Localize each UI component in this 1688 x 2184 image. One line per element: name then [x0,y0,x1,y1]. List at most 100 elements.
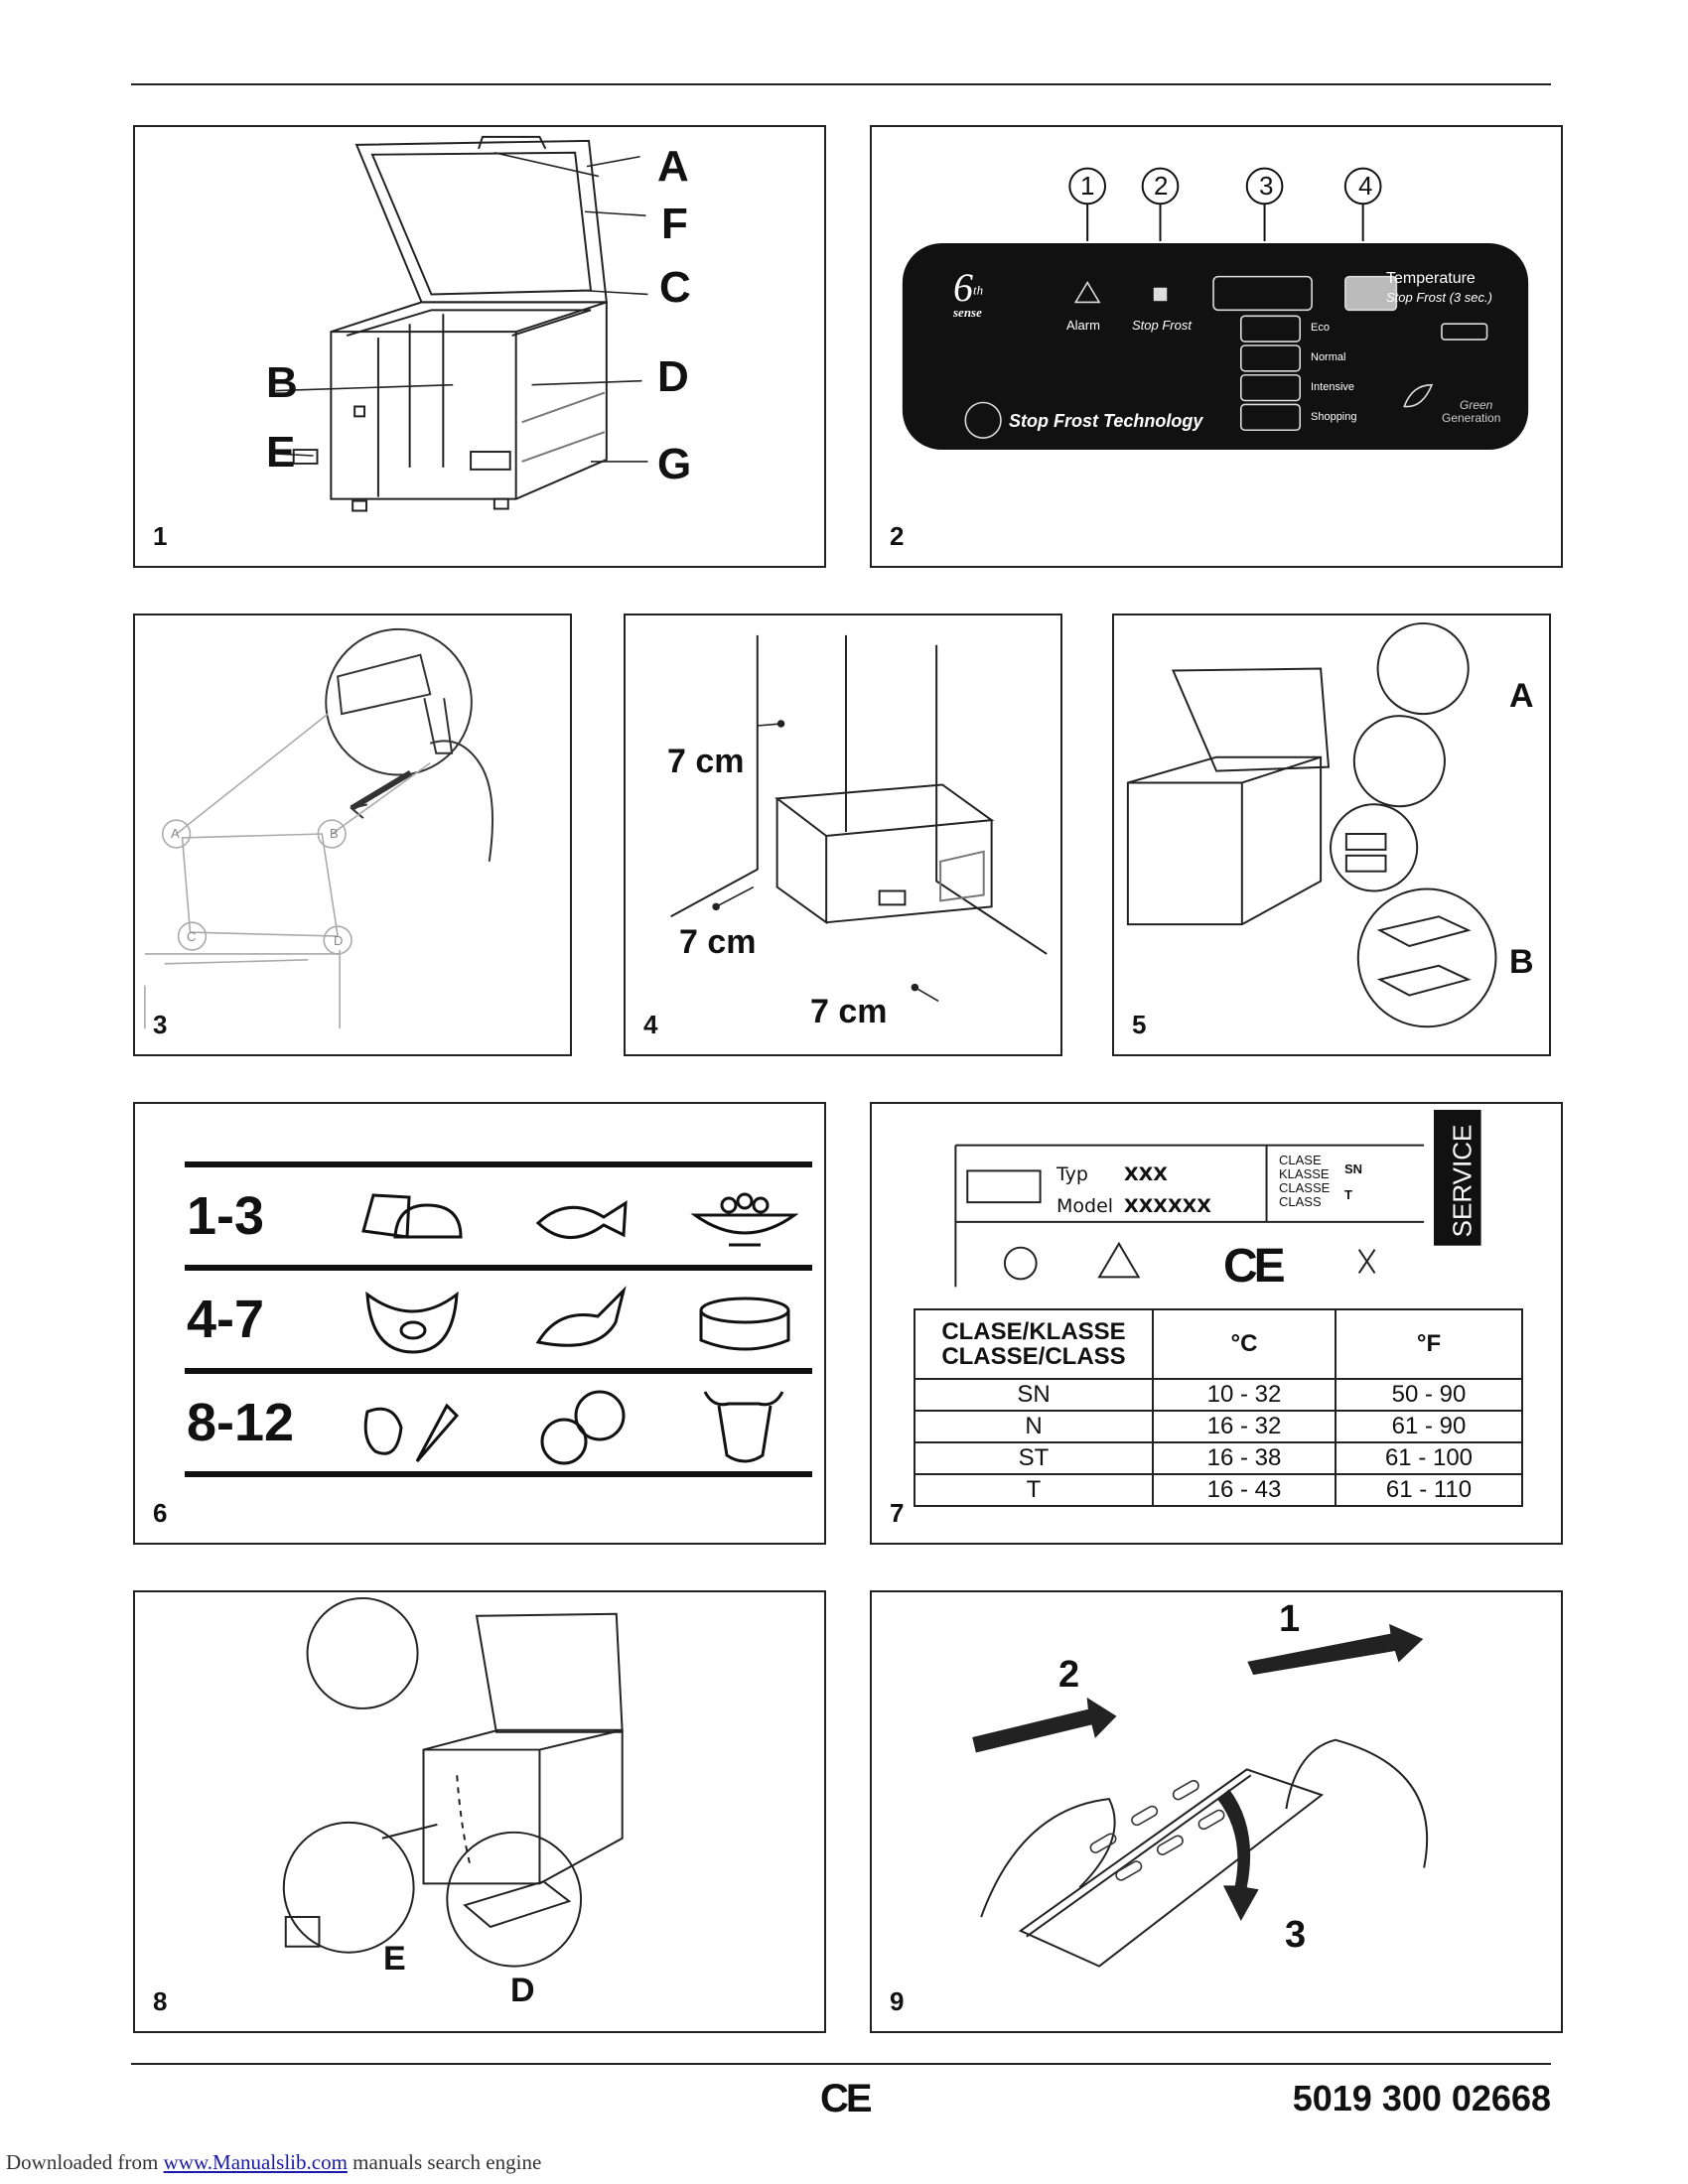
cow-icon [703,1391,784,1463]
mode-normal: Normal [1311,351,1346,363]
label-c: C [659,263,691,312]
fruit-icon [540,1390,626,1465]
download-notice: Downloaded from www.Manualslib.com manua… [6,2150,542,2174]
stop-frost-technology: Stop Frost Technology [1009,411,1203,431]
label-g: G [657,440,692,488]
step-3: 3 [1285,1914,1307,1956]
storage-bottom-rule [185,1471,812,1477]
label-f: F [661,200,688,248]
hinge-b: B [330,826,339,841]
figure-number: 4 [643,1010,658,1039]
manualslib-link[interactable]: www.Manualslib.com [163,2150,348,2174]
brand-6th-sense: 6th sense [953,265,984,320]
figure-4-clearance: 7 cm 7 cm 7 cm 4 [624,614,1062,1056]
fruit-bowl-icon [690,1192,798,1247]
clearance-illustration [670,634,1048,1003]
figure-number: 6 [153,1498,168,1528]
callout-4: 4 [1358,171,1373,201]
storage-months: 8-12 [187,1393,295,1452]
class-labels: CLASE KLASSE CLASSE CLASS [1279,1153,1331,1209]
figure-7-rating-plate: Typ XXX Model XXXXXX CLASE KLASSE CLASSE… [870,1102,1563,1545]
bottom-rule [131,2063,1551,2065]
hinge-illustration [144,627,494,1029]
callout-3: 3 [1259,171,1274,201]
vegetables-icon [363,1403,460,1462]
cake-icon [699,1297,790,1351]
table-header: °F [1335,1308,1523,1380]
temperature-label: Temperature [1386,270,1476,287]
freezer-illustration [275,135,648,512]
mode-shopping: Shopping [1311,411,1357,423]
hinge-a: A [171,826,180,841]
storage-row-3: 8-12 [185,1368,812,1471]
class-value-sn: SN [1344,1161,1363,1176]
table-header: CLASE/KLASSE CLASSE/CLASS [914,1308,1154,1380]
table-header-row: CLASE/KLASSE CLASSE/CLASS °C °F [914,1308,1523,1380]
cheese-bread-icon [361,1193,463,1239]
drain-e: E [383,1940,406,1978]
label-e: E [266,428,296,477]
storage-illustration [1126,621,1497,1028]
clearance-front: 7 cm [810,993,888,1030]
storage-row-1: 1-3 [185,1161,812,1265]
hinge-d: D [334,933,344,948]
zone-a: A [1509,677,1534,715]
figure-number: 9 [890,1986,905,2016]
label-d: D [657,352,689,401]
figure-8-defrost-drain: E D 8 [133,1590,826,2033]
figure-number: 5 [1132,1010,1147,1039]
figure-9-grille-removal: 1 2 3 9 [870,1590,1563,2033]
figure-number: 1 [153,521,168,551]
label-b: B [266,358,298,407]
callout-1: 1 [1080,171,1095,201]
model-value: XXXXXX [1124,1195,1211,1217]
drain-illustration [282,1596,624,1968]
storage-row-2: 4-7 [185,1265,812,1368]
model-label: Model [1056,1195,1114,1217]
figure-number: 3 [153,1010,168,1039]
alarm-label: Alarm [1066,318,1100,333]
control-panel-illustration [902,167,1529,451]
typ-value: XXX [1124,1163,1168,1185]
footer-ce-mark: CE [820,2077,873,2120]
zone-b: B [1509,943,1534,981]
typ-label: Typ [1056,1163,1088,1185]
temperature-sublabel: Stop Frost (3 sec.) [1386,290,1492,305]
figure-2-control-panel: 1 2 3 4 6th sense Alarm Stop Frost Tempe… [870,125,1563,568]
figure-3-lid-hinges: A B C D 3 [133,614,572,1056]
storage-months: 4-7 [187,1290,265,1349]
figure-number: 2 [890,521,905,551]
hinge-c: C [187,929,197,944]
figure-1-freezer-parts: A F C B D E G 1 [133,125,826,568]
step-2: 2 [1058,1654,1080,1696]
stop-frost-label: Stop Frost [1132,318,1192,333]
figure-6-storage-times: 1-3 4-7 8-12 6 [133,1102,826,1545]
drain-d: D [510,1972,535,2009]
figure-number: 7 [890,1498,905,1528]
class-value-t: T [1344,1187,1352,1202]
document-code: 5019 300 02668 [1292,2078,1551,2118]
poultry-icon [535,1286,627,1347]
clearance-side: 7 cm [679,923,757,961]
top-rule [131,83,1551,85]
rating-plate-frame [954,1109,1481,1288]
storage-months: 1-3 [187,1186,265,1246]
figure-5-storage-zones: A B 5 [1112,614,1551,1056]
mode-intensive: Intensive [1311,381,1355,393]
pig-icon [365,1291,459,1354]
figure-number: 8 [153,1986,168,2016]
grille-illustration [972,1623,1429,1968]
plate-ce-mark: CE [1223,1240,1286,1293]
table-header: °C [1152,1308,1336,1380]
label-a: A [657,142,689,191]
clearance-back: 7 cm [667,743,745,780]
fish-icon [535,1200,628,1239]
callout-2: 2 [1154,171,1169,201]
service-label: SERVICE [1447,1124,1477,1238]
step-1: 1 [1279,1598,1301,1640]
